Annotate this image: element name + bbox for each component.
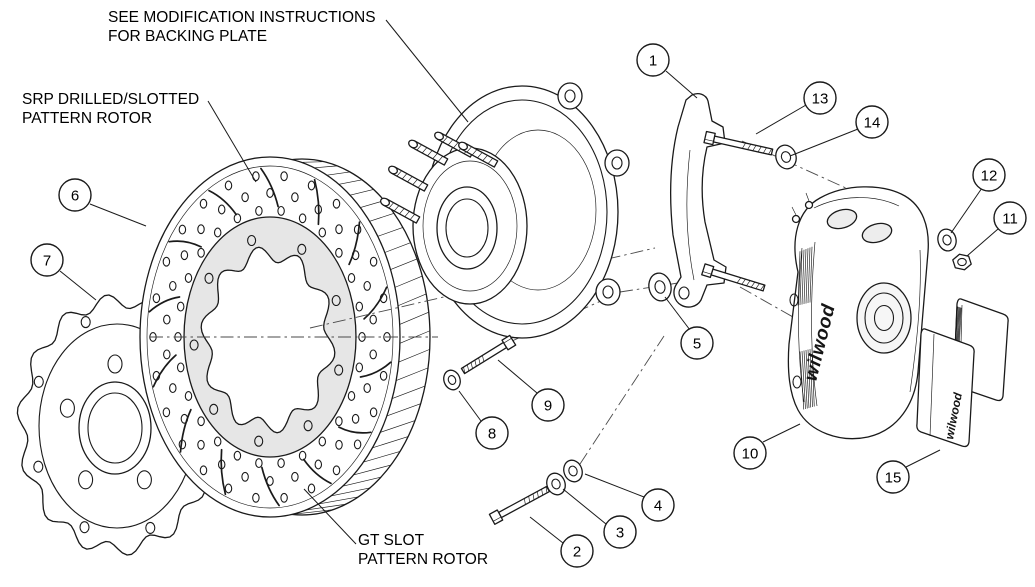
caliper-mount-hole-2 — [792, 375, 802, 389]
callout-7: 7 — [30, 243, 64, 277]
bleed-screw-1 — [804, 200, 814, 210]
caliper-window-1 — [826, 208, 858, 230]
srp-rotor-line2: PATTERN ROTOR — [22, 110, 153, 127]
callout-4: 4 — [641, 488, 675, 522]
callout-6: 6 — [58, 178, 92, 212]
callout-12: 12 — [972, 158, 1006, 192]
svg-text:9: 9 — [544, 398, 552, 415]
svg-text:10: 10 — [742, 446, 759, 463]
svg-text:13: 13 — [812, 91, 829, 108]
callout-5: 5 — [680, 326, 714, 360]
svg-text:15: 15 — [885, 470, 902, 487]
svg-text:3: 3 — [616, 525, 624, 542]
leader-2 — [529, 516, 564, 544]
svg-text:11: 11 — [1002, 211, 1018, 228]
srp-rotor-line1: SRP DRILLED/SLOTTED — [22, 91, 200, 108]
rotor-drill-holes — [149, 171, 391, 503]
leader-srp — [207, 100, 257, 183]
svg-text:1: 1 — [649, 53, 657, 70]
caliper-bore-mid — [864, 292, 904, 344]
caliper-bracket-part — [648, 93, 797, 308]
leader-10 — [762, 423, 801, 443]
callout-11: 11 — [993, 201, 1027, 235]
callout-2: 2 — [560, 534, 594, 568]
svg-text:8: 8 — [488, 426, 496, 443]
right-fasteners — [937, 228, 972, 271]
caliper-ridge-2 — [811, 241, 818, 407]
caliper-bridge-line — [813, 197, 900, 209]
callout-balloons: 1 2 3 4 5 6 7 8 9 10 11 12 13 14 15 — [30, 43, 1027, 568]
caliper-window-2 — [861, 222, 893, 244]
leader-lines — [59, 19, 999, 545]
svg-text:7: 7 — [43, 253, 51, 270]
hub-flange-inner — [422, 160, 518, 292]
gt-rotor-line2: PATTERN ROTOR — [358, 551, 489, 568]
caliper-part: wilwood — [787, 186, 929, 440]
backing-plate-ears — [557, 82, 630, 306]
bracket-foot-hole — [678, 286, 690, 300]
rotor-vane-hatch — [292, 161, 431, 515]
leader-13 — [755, 104, 807, 135]
bracket-outline — [670, 93, 727, 308]
leader-7 — [59, 270, 97, 301]
callout-8: 8 — [475, 416, 509, 450]
leader-1 — [665, 70, 698, 99]
svg-text:4: 4 — [654, 498, 662, 515]
modification-note-line2: FOR BACKING PLATE — [108, 28, 268, 45]
callout-15: 15 — [876, 460, 910, 494]
svg-text:2: 2 — [573, 544, 581, 561]
leader-15 — [905, 449, 941, 468]
bleed-screw-2 — [791, 214, 801, 224]
caliper-right-contour — [909, 249, 921, 393]
leader-4 — [584, 473, 645, 498]
callout-9: 9 — [531, 388, 565, 422]
svg-text:14: 14 — [864, 115, 881, 132]
leader-gt — [303, 488, 357, 545]
hub7-bore-ring — [87, 392, 143, 464]
bracket-ridge — [686, 149, 695, 281]
pad-front-plate-line — [929, 333, 935, 437]
leader-11 — [966, 228, 999, 257]
callout-10: 10 — [733, 436, 767, 470]
modification-note-label: SEE MODIFICATION INSTRUCTIONS FOR BACKIN… — [108, 8, 376, 46]
leader-3 — [562, 488, 607, 525]
hub-part — [380, 131, 528, 305]
svg-text:12: 12 — [981, 168, 998, 185]
leader-note — [385, 19, 469, 123]
hub7-center-bore — [78, 381, 152, 475]
bracket-bolts — [648, 130, 797, 302]
caliper-hatch — [797, 246, 815, 410]
pad-front — [916, 328, 975, 448]
brake-pads-part: wilwood — [916, 298, 1009, 448]
nut-and-washer — [937, 228, 972, 271]
gt-rotor-label: GT SLOT PATTERN ROTOR — [358, 531, 488, 569]
leader-6 — [89, 203, 147, 227]
callout-13: 13 — [803, 81, 837, 115]
svg-text:6: 6 — [71, 188, 79, 205]
gt-rotor-line1: GT SLOT — [358, 532, 425, 549]
modification-note-line1: SEE MODIFICATION INSTRUCTIONS — [108, 9, 376, 26]
wheel-studs — [380, 131, 499, 224]
leader-14 — [789, 128, 859, 157]
leader-5 — [664, 296, 691, 331]
mount-hardware — [443, 334, 583, 525]
callout-14: 14 — [855, 105, 889, 139]
rotor-slots — [148, 167, 392, 507]
bolts-and-washers — [443, 334, 583, 525]
caliper-bore-inner — [873, 304, 895, 332]
srp-rotor-label: SRP DRILLED/SLOTTED PATTERN ROTOR — [22, 90, 199, 128]
svg-text:5: 5 — [693, 336, 701, 353]
rotor-hat-holes — [189, 234, 344, 447]
rotor-center-opening — [200, 246, 336, 434]
leader-12 — [950, 187, 983, 234]
hub-bore-inner — [445, 198, 489, 258]
callout-1: 1 — [636, 43, 670, 77]
leader-9 — [497, 359, 538, 394]
leader-8 — [458, 390, 482, 422]
callout-3: 3 — [603, 515, 637, 549]
